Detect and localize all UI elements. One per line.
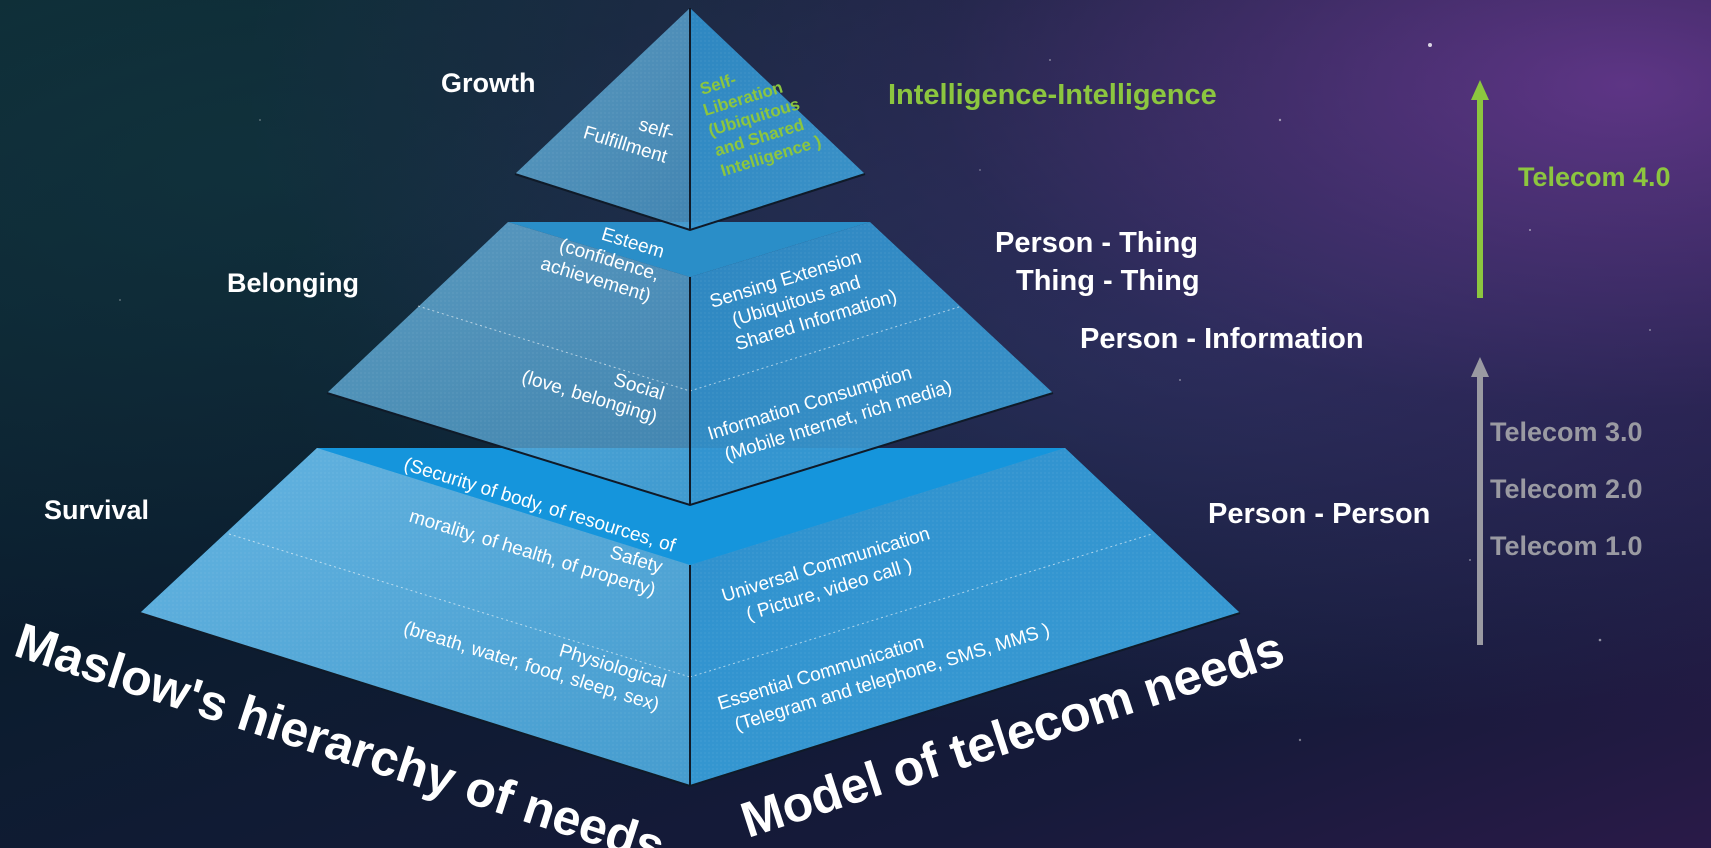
tier-top-face (317, 448, 1065, 565)
relation-person-information-label: Person - Information (1080, 323, 1364, 355)
telecom-1-3-arrow (1471, 357, 1489, 645)
pyramid-tier-survival (139, 448, 1241, 788)
relation-person-thing-label: Person - Thing (995, 227, 1198, 259)
pyramid-tier-growth (514, 8, 866, 232)
telecom-1-label: Telecom 1.0 (1490, 531, 1643, 561)
level-survival-label: Survival (44, 495, 149, 525)
relation-person-person-label: Person - Person (1208, 498, 1430, 530)
relation-intelligence-label: Intelligence-Intelligence (888, 79, 1217, 111)
telecom-2-label: Telecom 2.0 (1490, 474, 1643, 504)
level-growth-label: Growth (441, 68, 536, 98)
telecom-3-label: Telecom 3.0 (1490, 417, 1643, 447)
tier-top-face (508, 222, 870, 277)
star-field (119, 43, 1651, 742)
level-belonging-label: Belonging (227, 268, 359, 298)
telecom-4-arrow (1471, 80, 1489, 298)
pyramid-tier-belonging (326, 222, 1054, 507)
telecom-4-label: Telecom 4.0 (1518, 162, 1671, 192)
relation-thing-thing-label: Thing - Thing (1016, 265, 1200, 297)
